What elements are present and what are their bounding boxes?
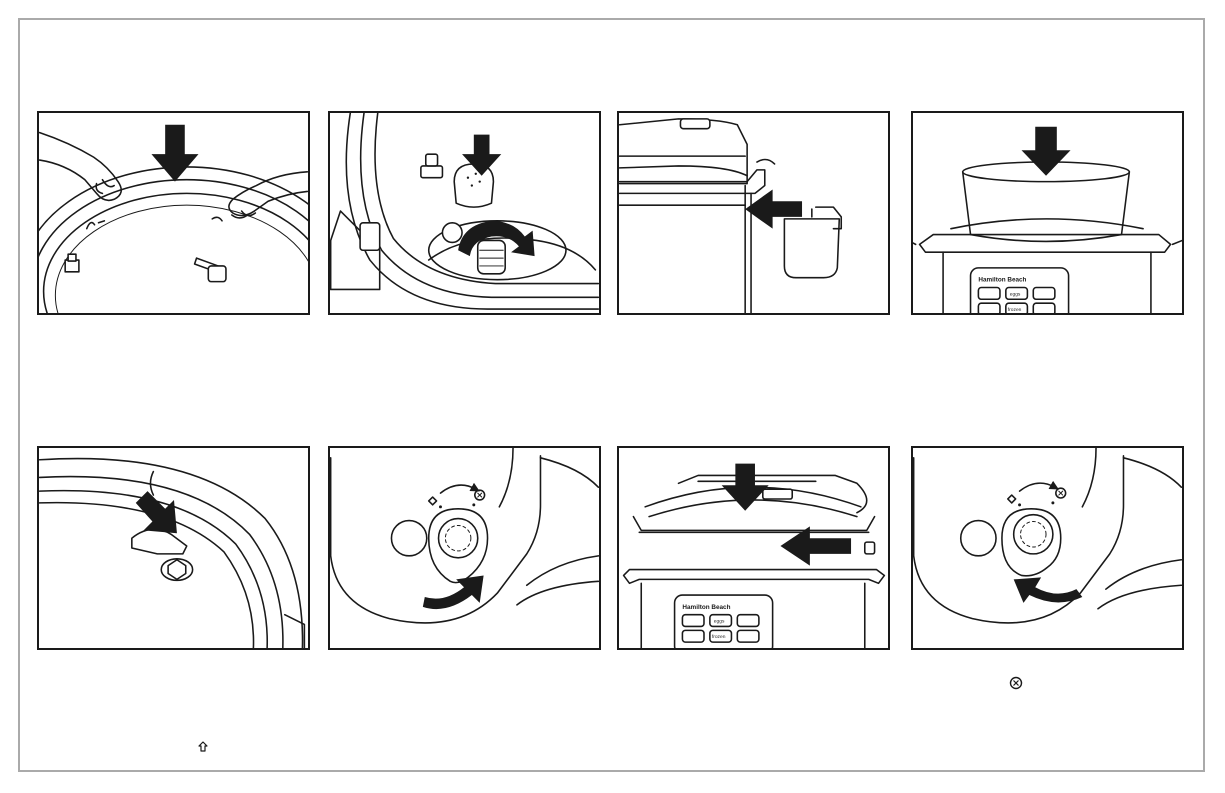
lid-turn-close-drawing [330, 448, 599, 648]
steam-release-icon [1056, 488, 1066, 498]
brand-logo: Hamilton Beach [682, 604, 730, 611]
float-valve-icon [132, 529, 193, 580]
collector-cup-icon [784, 207, 841, 278]
lid-turn-lock-drawing [913, 448, 1182, 648]
down-arrow-icon [151, 125, 198, 182]
illustration-lid-turn-close [328, 446, 601, 650]
button-label-frozen: frozen [712, 634, 726, 640]
lid-on-base-drawing: Hamilton Beach eggs frozen [619, 448, 888, 648]
illustration-float-valve [37, 446, 310, 650]
steam-release-icon [475, 490, 485, 500]
down-arrow-icon [722, 464, 769, 511]
float-valve-icon [195, 258, 226, 282]
lock-icon [1008, 495, 1016, 503]
curved-arrow-icon [1014, 577, 1083, 602]
release-knob [961, 509, 1061, 576]
brand-logo: Hamilton Beach [978, 277, 1026, 284]
lock-icon [429, 497, 437, 505]
button-label-eggs: eggs [714, 620, 725, 625]
illustration-condensation-collector [617, 111, 890, 315]
button-label-eggs: eggs [1010, 292, 1021, 297]
valve-stem-icon [65, 254, 79, 272]
anti-block-shield-drawing [330, 113, 599, 313]
illustration-seal-ring-press [37, 111, 310, 315]
float-valve-drawing [39, 448, 308, 648]
illustration-anti-block-shield [328, 111, 601, 315]
condensation-collector-drawing [619, 113, 888, 313]
down-right-arrow-icon [136, 491, 177, 533]
illustration-lid-turn-lock [911, 446, 1184, 650]
seal-ring-press-drawing [39, 113, 308, 313]
shield-cap-icon [454, 164, 493, 207]
control-panel: Hamilton Beach eggs frozen [675, 595, 773, 648]
valve-stem-icon [421, 154, 443, 178]
button-label-frozen: frozen [1008, 307, 1022, 313]
control-panel: Hamilton Beach eggs frozen [971, 268, 1069, 313]
illustration-inner-pot: Hamilton Beach eggs frozen [911, 111, 1184, 315]
steam-release-icon [1009, 676, 1023, 690]
illustration-lid-on-base: Hamilton Beach eggs frozen [617, 446, 890, 650]
release-knob [391, 509, 487, 583]
inner-pot-drawing: Hamilton Beach eggs frozen [913, 113, 1182, 313]
lock-icon [196, 740, 210, 754]
